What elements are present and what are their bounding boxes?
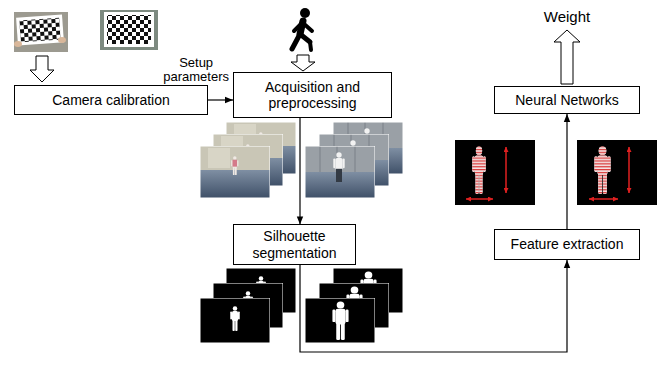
calibration-photo bbox=[14, 12, 68, 52]
hollow-arrow bbox=[291, 55, 315, 71]
process-box: Feature extraction bbox=[494, 229, 640, 260]
process-box: Acquisition and preprocessing bbox=[233, 72, 392, 118]
output-label: Weight bbox=[544, 8, 590, 25]
box-label: Neural Networks bbox=[515, 92, 618, 108]
frame-stack bbox=[305, 122, 403, 198]
silhouette-stack bbox=[200, 268, 296, 343]
flow-arrow bbox=[208, 99, 233, 100]
box-label: Feature extraction bbox=[511, 236, 624, 252]
box-label: Acquisition and preprocessing bbox=[239, 79, 386, 111]
hollow-arrow bbox=[554, 30, 580, 84]
feature-image bbox=[577, 140, 657, 205]
flow-arrow bbox=[566, 114, 567, 229]
calibration-photo bbox=[100, 10, 158, 50]
box-label: Silhouette segmentation bbox=[239, 228, 350, 260]
flow-arrow bbox=[300, 260, 567, 352]
frame-stack bbox=[200, 122, 296, 198]
flow-arrow bbox=[299, 118, 300, 224]
process-box: Camera calibration bbox=[14, 85, 208, 115]
hollow-arrow bbox=[30, 56, 54, 82]
box-label: Camera calibration bbox=[52, 92, 170, 108]
walker-icon bbox=[292, 8, 312, 50]
feature-image bbox=[455, 140, 535, 205]
process-box: Silhouette segmentation bbox=[233, 224, 356, 264]
edge-label: Setup parameters bbox=[162, 56, 230, 84]
silhouette-stack bbox=[305, 268, 403, 343]
process-box: Neural Networks bbox=[494, 86, 640, 114]
